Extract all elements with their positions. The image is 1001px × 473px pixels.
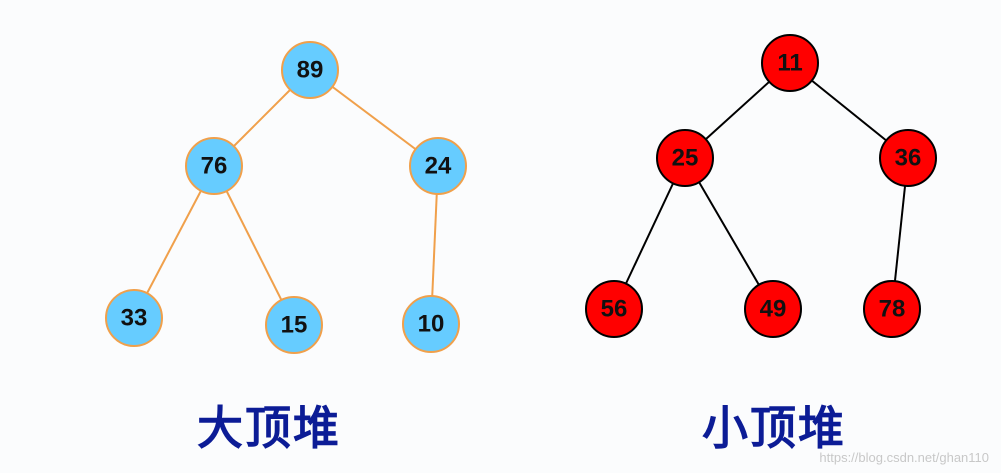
watermark: https://blog.csdn.net/ghan110 [819, 450, 989, 465]
max_heap-node-label: 76 [201, 153, 228, 180]
min_heap-node-36: 36 [879, 129, 937, 187]
max_heap-node-89: 89 [281, 41, 339, 99]
min_heap-node-label: 78 [879, 296, 906, 323]
min_heap-node-circle [585, 280, 643, 338]
max_heap-node-circle [409, 137, 467, 195]
min_heap-node-circle [744, 280, 802, 338]
min_heap-node-56: 56 [585, 280, 643, 338]
max_heap-edge-m76-m15 [213, 165, 295, 326]
max_heap-node-label: 15 [281, 312, 308, 339]
max_heap-node-15: 15 [265, 296, 323, 354]
max_heap-node-circle [105, 289, 163, 347]
min-heap-edges [613, 62, 909, 310]
min_heap-node-label: 49 [760, 296, 787, 323]
min_heap-node-78: 78 [863, 280, 921, 338]
max_heap-node-label: 24 [425, 153, 452, 180]
min_heap-node-label: 36 [895, 145, 922, 172]
min-heap-caption: 小顶堆 [702, 401, 846, 455]
max-heap-caption: 大顶堆 [197, 401, 341, 455]
min_heap-edge-n25-n49 [684, 157, 774, 310]
min-heap-nodes: 11 25 36 56 49 78 [585, 34, 937, 338]
min_heap-node-25: 25 [656, 129, 714, 187]
min_heap-node-circle [879, 129, 937, 187]
max_heap-node-circle [281, 41, 339, 99]
min_heap-node-label: 25 [672, 145, 699, 172]
max_heap-node-24: 24 [409, 137, 467, 195]
min_heap-node-circle [656, 129, 714, 187]
min_heap-node-circle [761, 34, 819, 92]
max_heap-node-label: 33 [121, 305, 148, 332]
max-heap-nodes: 89 76 24 33 15 10 [105, 41, 467, 354]
max_heap-node-label: 10 [418, 311, 445, 338]
max_heap-node-10: 10 [402, 295, 460, 353]
min_heap-node-circle [863, 280, 921, 338]
max_heap-node-33: 33 [105, 289, 163, 347]
max_heap-node-circle [402, 295, 460, 353]
min_heap-node-11: 11 [761, 34, 819, 92]
max_heap-node-circle [185, 137, 243, 195]
min_heap-node-label: 56 [601, 296, 628, 323]
max-heap-edges [133, 69, 439, 326]
min_heap-node-label: 11 [777, 50, 802, 77]
max_heap-node-circle [265, 296, 323, 354]
max_heap-node-label: 89 [297, 57, 324, 84]
max_heap-node-76: 76 [185, 137, 243, 195]
min_heap-node-49: 49 [744, 280, 802, 338]
